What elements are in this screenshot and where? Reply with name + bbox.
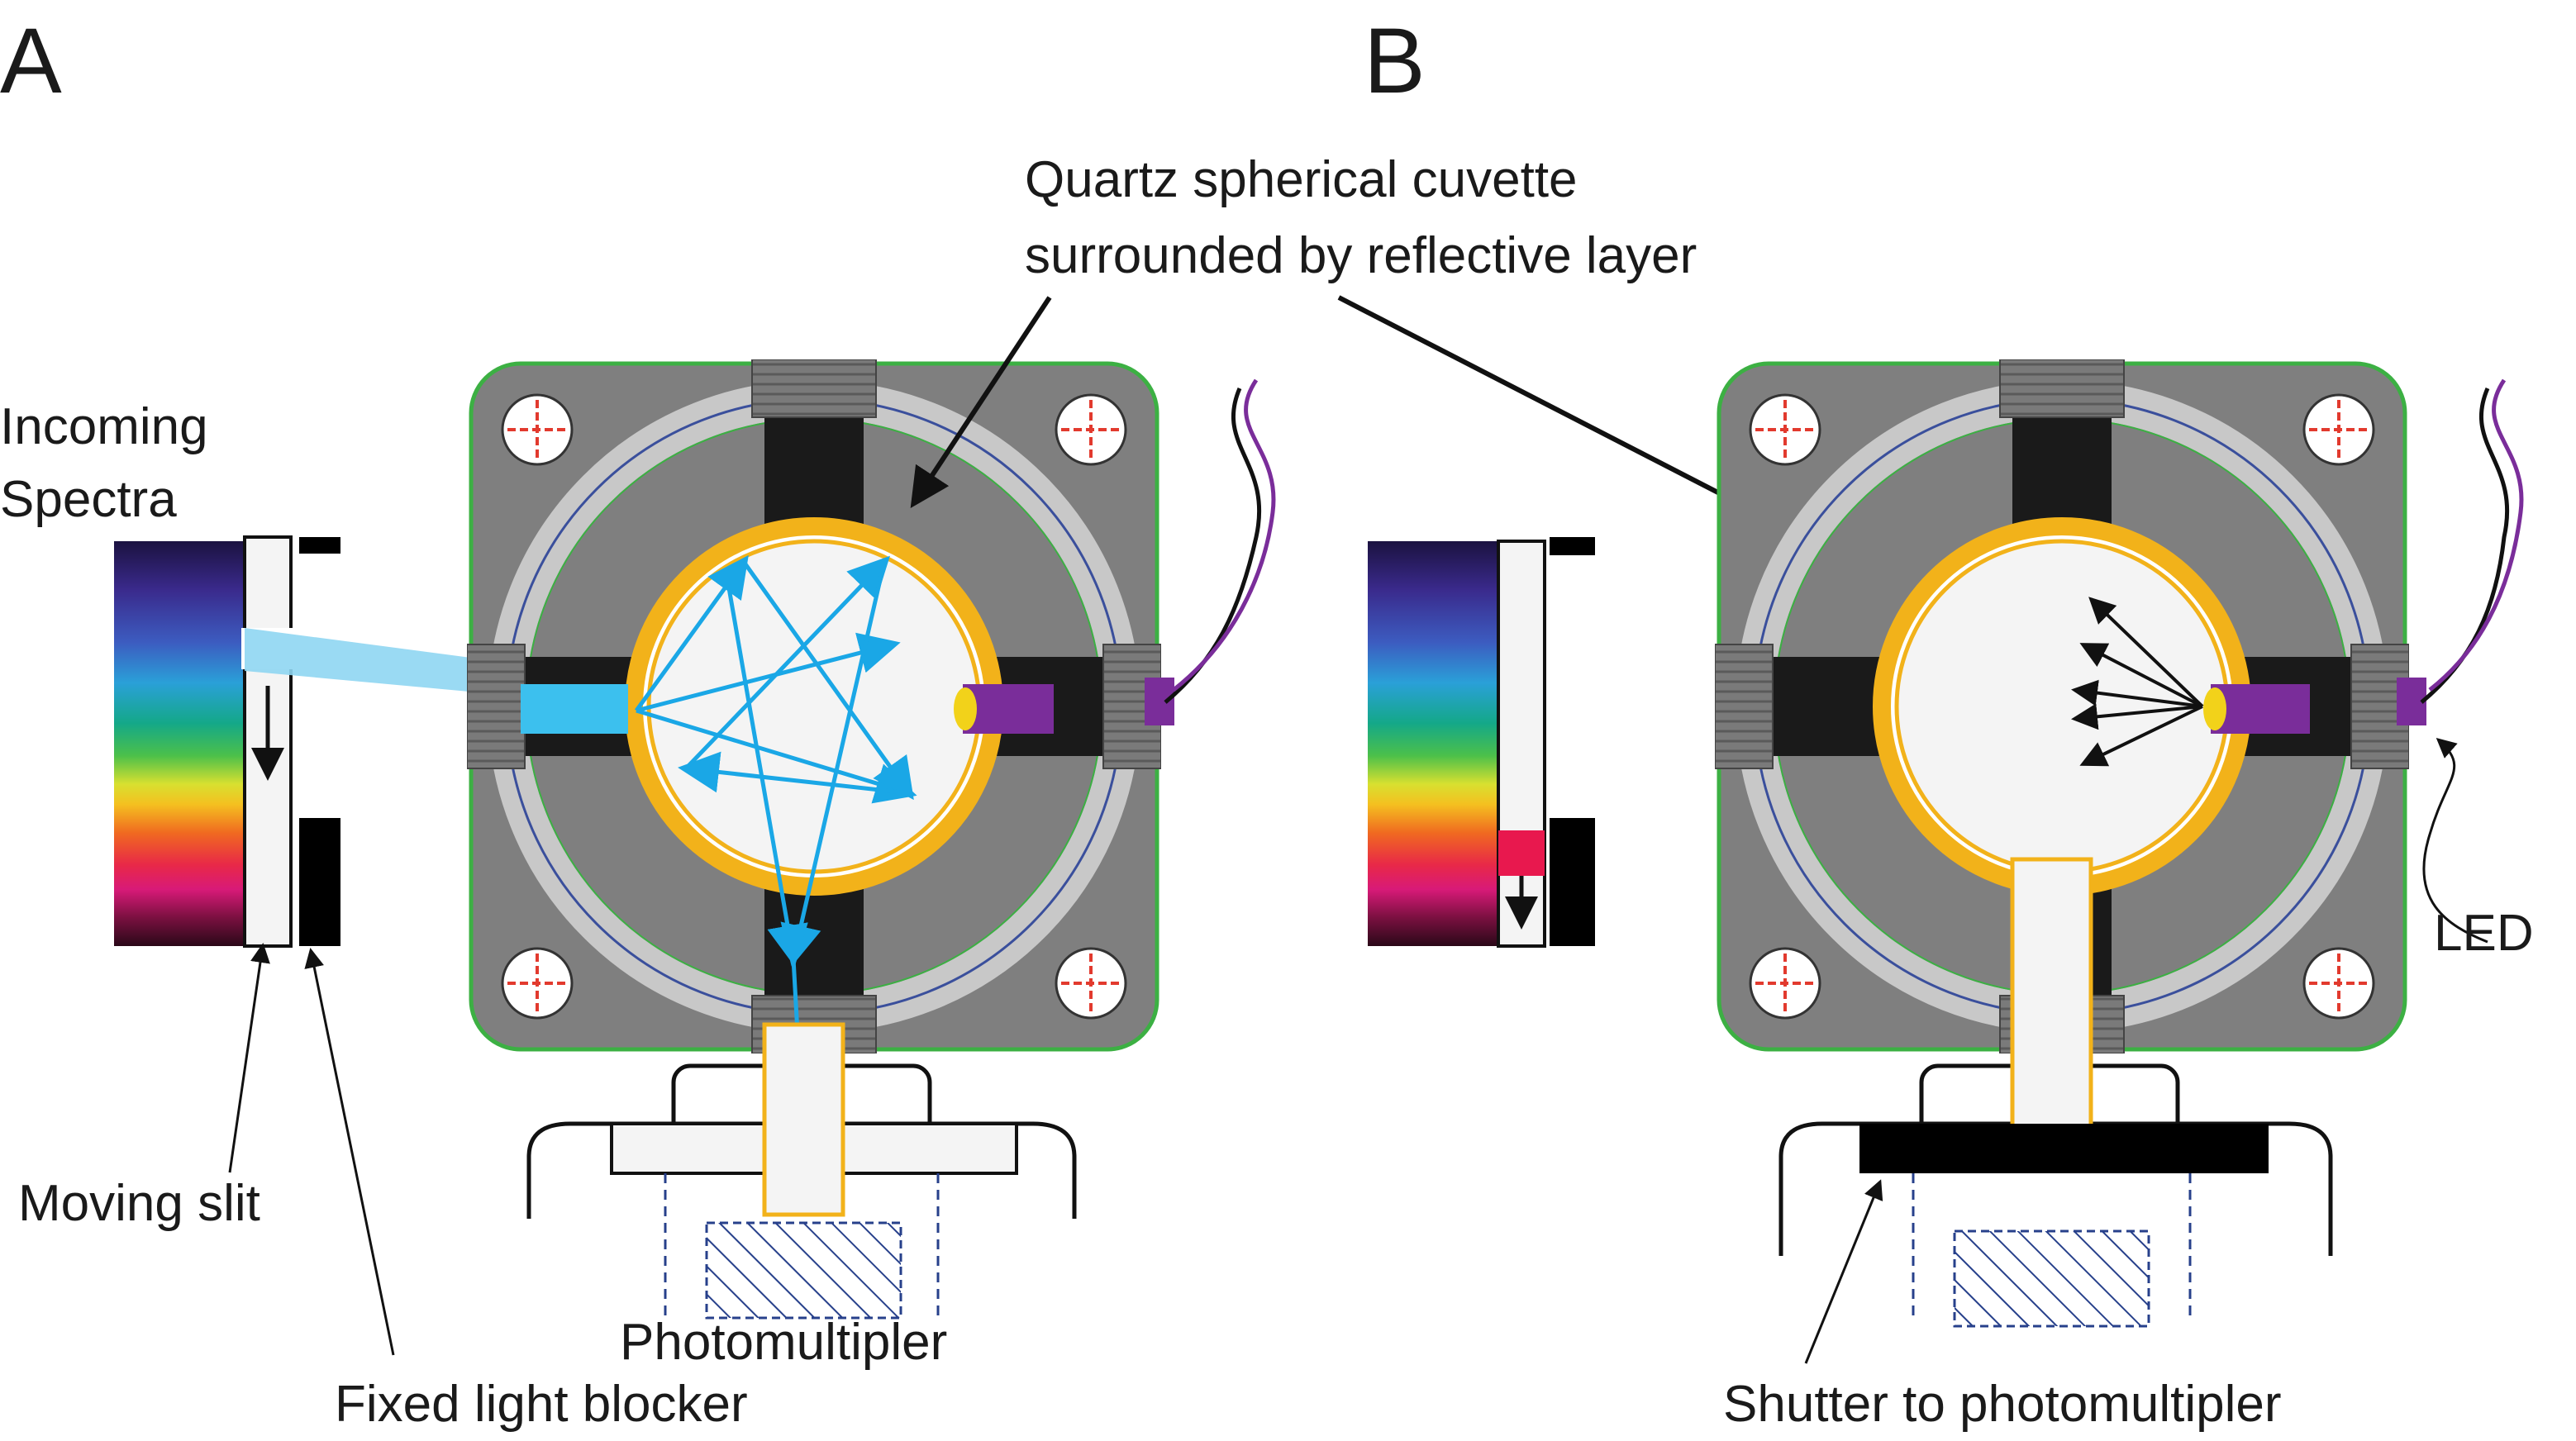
label-incoming-line1: Incoming xyxy=(0,398,208,455)
panel-a xyxy=(114,359,1276,1356)
label-cuvette-line2: surrounded by reflective layer xyxy=(1025,227,1697,284)
light-rays-a xyxy=(634,554,917,1190)
spectrum-strip-a xyxy=(114,541,245,946)
label-incoming-line2: Spectra xyxy=(0,471,177,528)
led-emission-arrows xyxy=(2071,597,2204,767)
panel-label-a: A xyxy=(0,9,62,112)
label-shutter: Shutter to photomultipler xyxy=(1723,1376,2282,1433)
photomultiplier-a xyxy=(705,1221,902,1320)
label-cuvette-line1: Quartz spherical cuvette xyxy=(1025,151,1578,208)
label-photomultiplier: Photomultipler xyxy=(620,1314,947,1371)
panel-label-b: B xyxy=(1364,9,1426,112)
fixed-light-blocker-a xyxy=(299,818,340,946)
fixed-light-blocker-b xyxy=(1550,818,1595,946)
incoming-light-beam xyxy=(245,628,496,694)
panel-b xyxy=(1368,359,2524,1364)
label-moving-slit: Moving slit xyxy=(18,1175,260,1232)
label-fixed-light-blocker: Fixed light blocker xyxy=(335,1376,748,1433)
spectrum-strip-b xyxy=(1368,541,1498,946)
label-led: LED xyxy=(2434,905,2534,962)
photomultiplier-b xyxy=(1953,1229,2150,1328)
shutter-b xyxy=(1859,1124,2269,1173)
